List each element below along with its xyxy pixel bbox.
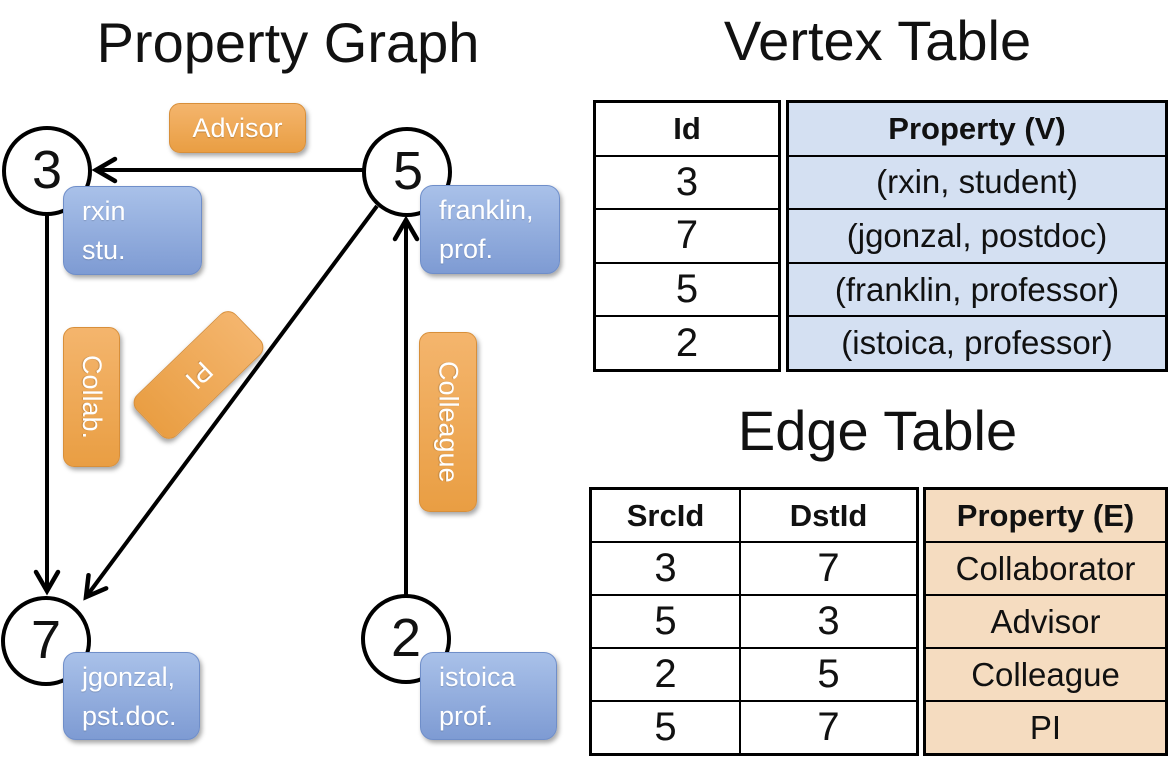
vertex-table-property-header: Property (V) xyxy=(888,110,1066,146)
edge-table-row: 3 7 xyxy=(592,541,916,594)
edge-table-row: 2 5 xyxy=(592,647,916,700)
vertex-table-id-cell: 5 xyxy=(596,261,778,316)
edge-table-dstid-cell: 7 xyxy=(817,705,840,749)
vertex-id-3: 3 xyxy=(31,139,63,200)
edge-pi-line xyxy=(83,204,379,601)
edge-table-row: 5 7 xyxy=(592,700,916,753)
vertex-table-property-cell: (franklin, professor) xyxy=(789,261,1165,316)
vertex-table-id-cell: 2 xyxy=(596,315,778,369)
edge-table-id-columns: SrcId DstId 3 7 5 3 2 5 5 7 xyxy=(589,487,919,756)
vertex-property-box-rxin: rxin stu. xyxy=(63,186,202,275)
vertex-table-id-cell: 3 xyxy=(596,154,778,209)
property-graph-title: Property Graph xyxy=(96,11,480,74)
vertex-property-line: jgonzal, xyxy=(82,662,176,692)
edge-table-title: Edge Table xyxy=(737,399,1018,462)
vertex-property-line: pst.doc. xyxy=(82,701,177,731)
vertex-table-title: Vertex Table xyxy=(723,9,1032,72)
vertex-property-line: prof. xyxy=(439,234,494,264)
vertex-table-property-column: Property (V) (rxin, student) (jgonzal, p… xyxy=(786,100,1168,372)
vertex-id-5: 5 xyxy=(392,140,424,201)
edge-table-srcid-header: SrcId xyxy=(592,490,741,541)
vertex-property-box-jgonzal: jgonzal, pst.doc. xyxy=(63,652,200,740)
edge-table-srcid-cell: 5 xyxy=(592,702,741,753)
vertex-table: Id 3 7 5 2 Property (V) (rxin, student) … xyxy=(593,100,1168,372)
edge-table-property-header: Property (E) xyxy=(956,497,1135,533)
edge-label-advisor: Advisor xyxy=(169,103,306,153)
vertex-table-property-cell: (rxin, student) xyxy=(789,154,1165,209)
edge-label-text: Advisor xyxy=(192,112,283,143)
edge-table-dstid-cell: 5 xyxy=(817,652,840,696)
vertex-id-2: 2 xyxy=(390,607,422,668)
edge-label-text: Collab. xyxy=(77,354,107,440)
edge-table-dstid-cell: 3 xyxy=(817,599,840,643)
vertex-id-7: 7 xyxy=(30,609,62,670)
edge-table-dstid-header: DstId xyxy=(789,497,868,533)
edge-table-srcid-cell: 3 xyxy=(592,543,741,594)
edge-table-property-cell: PI xyxy=(926,700,1165,753)
edge-table-property-cell: Advisor xyxy=(926,594,1165,647)
vertex-table-property-cell: (istoica, professor) xyxy=(789,315,1165,369)
vertex-property-line: prof. xyxy=(439,701,494,731)
edge-table-row: 5 3 xyxy=(592,594,916,647)
edge-label-text: PI xyxy=(179,355,219,396)
vertex-property-box-istoica: istoica prof. xyxy=(420,652,557,740)
vertex-table-property-cell: (jgonzal, postdoc) xyxy=(789,208,1165,262)
vertex-property-box-franklin: franklin, prof. xyxy=(420,185,560,274)
edge-table: SrcId DstId 3 7 5 3 2 5 5 7 Property (E)… xyxy=(589,487,1168,756)
vertex-table-id-column: Id 3 7 5 2 xyxy=(593,100,781,372)
edge-table-property-cell: Colleague xyxy=(926,647,1165,700)
vertex-property-line: rxin xyxy=(82,196,126,226)
edge-table-property-column: Property (E) Collaborator Advisor Collea… xyxy=(923,487,1168,756)
vertex-property-line: stu. xyxy=(82,235,126,265)
vertex-property-line: franklin, xyxy=(439,195,534,225)
edge-label-collab: Collab. xyxy=(63,327,120,467)
edge-table-header-row: SrcId DstId xyxy=(592,490,916,541)
edge-table-srcid-cell: 2 xyxy=(592,649,741,700)
edge-table-dstid-cell: 7 xyxy=(817,546,840,590)
edge-table-srcid-cell: 5 xyxy=(592,596,741,647)
edge-table-property-cell: Collaborator xyxy=(926,541,1165,594)
edge-label-colleague: Colleague xyxy=(419,332,477,512)
vertex-property-line: istoica xyxy=(439,662,516,692)
edge-label-text: Colleague xyxy=(433,361,464,483)
vertex-table-id-header: Id xyxy=(673,110,701,146)
vertex-table-id-cell: 7 xyxy=(596,208,778,262)
